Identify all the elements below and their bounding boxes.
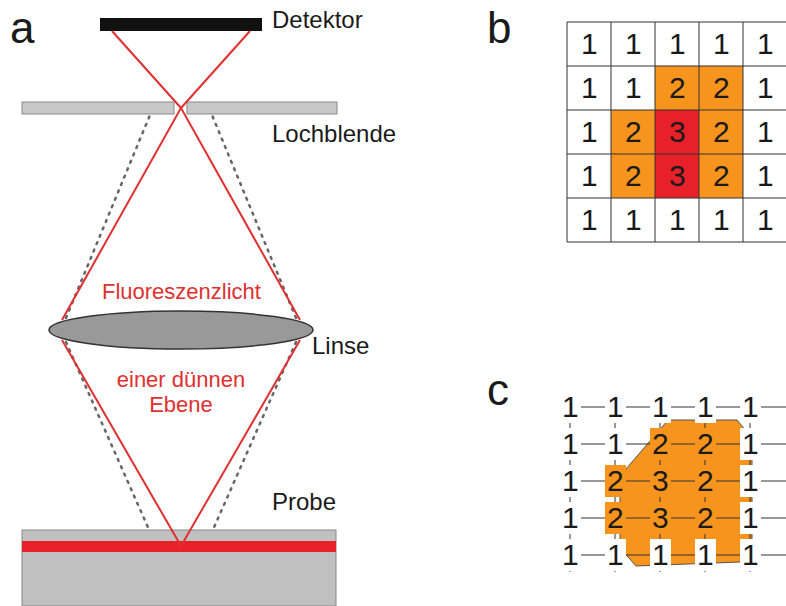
- grid-value: 1: [581, 205, 598, 235]
- pinhole-plate: [22, 102, 174, 114]
- grid-value: 1: [581, 117, 598, 147]
- grid-c: [560, 392, 786, 572]
- grid-value: 2: [605, 502, 626, 534]
- part-name: Probe: [272, 490, 336, 514]
- pinhole-plate: [187, 102, 337, 114]
- grid-value: 1: [560, 502, 581, 534]
- light-label: Fluoreszenzlicht: [102, 281, 261, 303]
- panel-letter: a: [10, 6, 34, 50]
- grid-value: 2: [695, 502, 716, 534]
- grid-value: 2: [650, 428, 671, 460]
- detector-bar: [100, 18, 262, 31]
- grid-value: 3: [669, 161, 686, 191]
- grid-value: 2: [695, 465, 716, 497]
- grid-value: 2: [713, 73, 730, 103]
- light-label: einer dünnen Ebene: [101, 367, 261, 418]
- grid-value: 1: [695, 391, 716, 423]
- grid-value: 1: [581, 161, 598, 191]
- grid-value: 1: [581, 73, 598, 103]
- panel-letter: c: [487, 368, 509, 412]
- grid-value: 3: [669, 117, 686, 147]
- grid-value: 2: [669, 73, 686, 103]
- grid-value: 1: [713, 205, 730, 235]
- grid-value: 1: [757, 73, 774, 103]
- grid-value: 2: [713, 117, 730, 147]
- grid-value: 3: [650, 502, 671, 534]
- grid-value: 2: [695, 428, 716, 460]
- grid-value: 1: [650, 391, 671, 423]
- grid-b: [567, 22, 786, 242]
- lens: [49, 311, 313, 349]
- grid-value: 1: [650, 539, 671, 571]
- grid-value: 1: [560, 391, 581, 423]
- grid-value: 1: [625, 29, 642, 59]
- grid-value: 2: [625, 117, 642, 147]
- grid-value: 1: [740, 391, 761, 423]
- part-name: Linse: [312, 334, 369, 358]
- grid-value: 1: [740, 539, 761, 571]
- grid-value: 1: [560, 465, 581, 497]
- grid-value: 1: [695, 539, 716, 571]
- grid-value: 1: [625, 205, 642, 235]
- grid-value: 2: [713, 161, 730, 191]
- part-name: Detektor: [272, 8, 363, 32]
- grid-value: 1: [581, 29, 598, 59]
- grid-value: 1: [713, 29, 730, 59]
- grid-value: 1: [740, 428, 761, 460]
- grid-value: 1: [560, 428, 581, 460]
- grid-value: 1: [605, 428, 626, 460]
- grid-value: 1: [757, 29, 774, 59]
- grid-value: 2: [625, 161, 642, 191]
- part-name: Lochblende: [272, 122, 396, 146]
- grid-value: 1: [757, 161, 774, 191]
- out-of-focus-rays: [66, 115, 296, 602]
- grid-value: 1: [625, 73, 642, 103]
- grid-value: 1: [740, 502, 761, 534]
- grid-value: 2: [605, 465, 626, 497]
- grid-value: 3: [650, 465, 671, 497]
- grid-value: 1: [669, 29, 686, 59]
- grid-value: 1: [740, 465, 761, 497]
- in-focus-rays: [62, 31, 300, 546]
- panel-letter: b: [487, 6, 511, 50]
- grid-value: 1: [560, 539, 581, 571]
- grid-value: 1: [605, 391, 626, 423]
- grid-value: 1: [757, 205, 774, 235]
- grid-value: 1: [669, 205, 686, 235]
- grid-value: 1: [605, 539, 626, 571]
- grid-value: 1: [757, 117, 774, 147]
